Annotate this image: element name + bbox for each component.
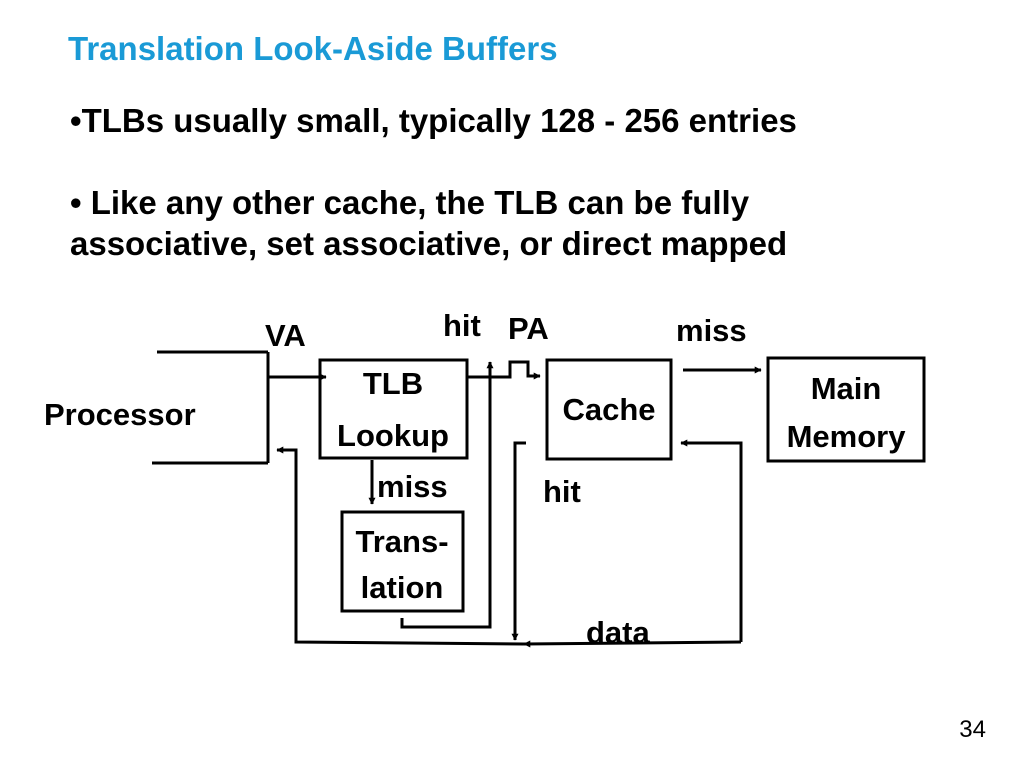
data-bus-line (523, 640, 742, 648)
processor-label: Processor (44, 397, 196, 432)
cache-hit-label: hit (543, 474, 581, 509)
translation-box (340, 510, 465, 613)
data-label: data (586, 615, 651, 650)
bullet-marker: • (70, 184, 82, 221)
translation-label-line2: lation (361, 570, 444, 605)
processor-block (152, 350, 270, 465)
translation-to-pa-arrow (400, 361, 494, 629)
bullet-text-line2: associative, set associative, or direct … (70, 225, 788, 262)
main-memory-box (766, 356, 926, 463)
bullet-text: TLBs usually small, typically 128 - 256 … (81, 102, 797, 139)
slide-title: Translation Look-Aside Buffers (68, 30, 558, 67)
cache-miss-label: miss (676, 313, 747, 348)
data-return-arrow (276, 446, 525, 646)
cache-hit-arrow (511, 441, 526, 641)
translation-label-line1: Trans- (355, 524, 448, 559)
bullet-marker: • (70, 102, 82, 139)
memory-label-line1: Main (811, 371, 882, 406)
tlb-lookup-box (318, 358, 469, 460)
bullet-text-line1: Like any other cache, the TLB can be ful… (81, 184, 750, 221)
tlb-hit-label: hit (443, 308, 481, 343)
pa-label: PA (508, 311, 549, 346)
cache-box (545, 358, 673, 461)
page-number: 34 (959, 716, 986, 743)
memory-label-line2: Memory (787, 419, 907, 454)
tlb-label-line2: Lookup (337, 418, 449, 453)
pa-arrow (467, 360, 541, 380)
cache-label: Cache (562, 392, 655, 427)
memory-to-cache-arrow (680, 439, 743, 642)
va-label: VA (265, 318, 306, 353)
bullet-tlb-size: •TLBs usually small, typically 128 - 256… (70, 100, 797, 141)
tlb-label-line1: TLB (363, 366, 423, 401)
tlb-miss-label: miss (377, 469, 448, 504)
bullet-tlb-associativity: • Like any other cache, the TLB can be f… (70, 182, 787, 264)
